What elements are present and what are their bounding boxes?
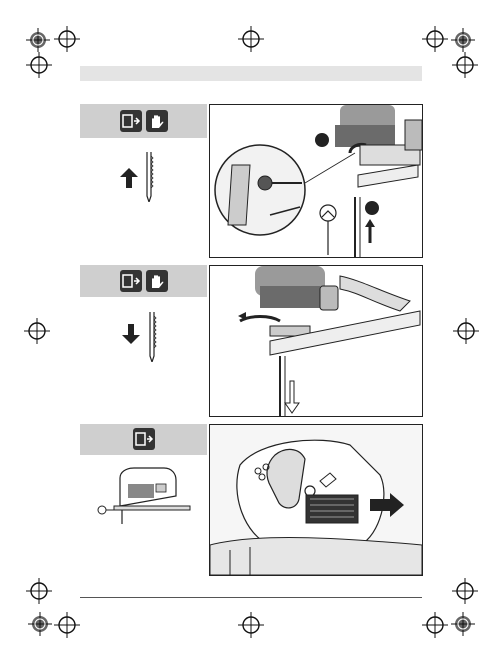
- registration-mark-top-right-outer: [451, 28, 475, 52]
- registration-mark-right-upper: [452, 52, 478, 78]
- section-2-icon-panel: [80, 265, 207, 297]
- arrow-up-icon: [120, 168, 138, 193]
- jigsaw-blade-icon: [147, 312, 157, 367]
- registration-mark-bottom-right: [422, 612, 448, 638]
- registration-mark-bottom-right-outer: [451, 612, 475, 636]
- unplug-icon: [133, 428, 155, 450]
- footer-rule: [80, 597, 422, 598]
- jigsaw-blade-insertion-illustration: [209, 104, 423, 258]
- registration-mark-top-center: [238, 26, 264, 52]
- gloves-icon: [146, 270, 168, 292]
- registration-mark-top-left-outer: [26, 28, 50, 52]
- gloves-icon: [146, 110, 168, 132]
- registration-mark-left-middle: [24, 318, 50, 344]
- registration-mark-top-left: [54, 26, 80, 52]
- registration-mark-left-upper: [26, 52, 52, 78]
- callout-marker-1: [315, 133, 329, 147]
- registration-mark-right-middle: [453, 318, 479, 344]
- registration-mark-bottom-left-outer: [28, 612, 52, 636]
- jigsaw-blade-removal-illustration: [209, 265, 423, 417]
- registration-mark-top-right: [422, 26, 448, 52]
- callout-marker-2: [365, 201, 379, 215]
- header-band: [80, 66, 422, 81]
- jigsaw-blade-icon: [144, 152, 154, 207]
- section-1-icon-panel: [80, 104, 207, 138]
- jigsaw-side-view-icon: [92, 466, 192, 531]
- registration-mark-bottom-left: [54, 612, 80, 638]
- registration-mark-left-lower: [26, 578, 52, 604]
- registration-mark-right-lower: [452, 578, 478, 604]
- unplug-icon: [120, 270, 142, 292]
- section-3-icon-panel: [80, 424, 207, 455]
- arrow-down-icon: [122, 324, 140, 349]
- jigsaw-side-view-and-lever-closeup: [209, 424, 423, 576]
- unplug-icon: [120, 110, 142, 132]
- registration-mark-bottom-center: [238, 612, 264, 638]
